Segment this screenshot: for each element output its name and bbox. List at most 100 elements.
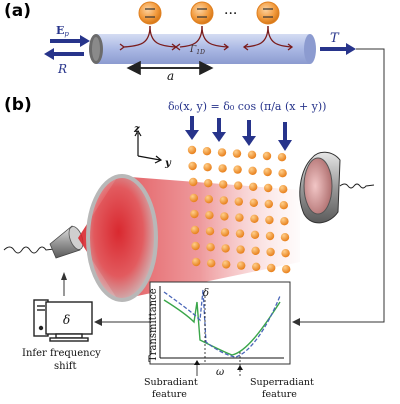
waveguide xyxy=(89,34,316,64)
atom-2 xyxy=(190,1,214,25)
array-atom xyxy=(204,179,213,188)
array-atom xyxy=(278,169,287,178)
array-atom xyxy=(221,244,230,253)
superradiant-line1: Superradiant xyxy=(250,377,314,388)
probe-label: Ep xyxy=(56,24,69,38)
axis-z-label: z xyxy=(133,124,140,135)
gamma-1d-label: Γ1D xyxy=(189,45,205,56)
array-atom xyxy=(237,261,246,270)
feedback-line xyxy=(300,48,385,323)
array-atom xyxy=(190,225,200,235)
atoms-ellipsis: ··· xyxy=(224,6,237,22)
array-atom xyxy=(277,153,287,162)
array-atom xyxy=(219,196,228,205)
array-atom xyxy=(249,182,258,191)
array-atom xyxy=(205,211,214,220)
array-atom xyxy=(265,215,274,225)
array-atom xyxy=(192,257,201,267)
array-atom xyxy=(222,260,231,269)
probe-arrow xyxy=(50,35,90,47)
array-atom xyxy=(187,145,197,155)
axis-y-label: y xyxy=(164,158,172,169)
atom-3 xyxy=(256,1,280,25)
array-atom xyxy=(207,259,216,268)
array-atom xyxy=(188,161,197,171)
array-atom xyxy=(206,243,215,252)
blue-dashed-curve xyxy=(163,289,281,358)
plot-xlabel: ω xyxy=(216,367,224,378)
array-atom xyxy=(205,227,215,236)
array-atom xyxy=(265,231,275,241)
subradiant-line2: feature xyxy=(152,389,187,400)
array-atom xyxy=(220,228,230,237)
array-atom xyxy=(249,198,258,207)
array-atom xyxy=(232,149,242,158)
array-atom xyxy=(190,209,199,219)
array-atom xyxy=(279,201,288,210)
array-atom xyxy=(235,213,244,222)
infer-line2: shift xyxy=(54,361,77,372)
subradiant-line1: Subradiant xyxy=(144,377,198,388)
array-atom xyxy=(217,148,227,157)
transmittance-plot xyxy=(149,281,291,366)
transmission-label: T xyxy=(330,31,340,46)
array-atom xyxy=(189,177,198,187)
array-atom xyxy=(280,217,289,226)
beam-disc xyxy=(88,176,156,300)
detector xyxy=(299,151,375,224)
array-atom xyxy=(282,265,291,274)
array-atom xyxy=(267,263,276,273)
array-atom xyxy=(236,245,245,254)
array-atom xyxy=(279,185,288,194)
array-atom xyxy=(234,181,243,190)
array-atom xyxy=(220,212,229,221)
laser-source xyxy=(3,225,84,259)
array-atom xyxy=(281,249,290,258)
array-atom xyxy=(250,230,260,239)
array-atom xyxy=(202,147,212,156)
array-atom xyxy=(247,150,257,159)
computer-arrowhead xyxy=(94,318,102,326)
plot-ylabel: Transmittance xyxy=(148,288,159,362)
transmission-arrow xyxy=(320,43,356,55)
array-atom xyxy=(264,183,273,193)
axes-indicator xyxy=(134,129,163,164)
reflection-arrow xyxy=(44,48,84,60)
delta-box-label: δ xyxy=(63,313,70,327)
array-atom xyxy=(189,193,198,203)
laser-arrowhead xyxy=(61,272,67,280)
array-atom xyxy=(262,151,272,161)
array-atom xyxy=(218,164,227,173)
beam-disc-rim xyxy=(86,174,158,302)
atom-1 xyxy=(138,1,162,25)
plot-delta-label: δ xyxy=(203,288,209,299)
array-atom xyxy=(266,247,275,257)
detuning-formula: δ₀(x, y) = δ₀ cos (π/a (x + y)) xyxy=(168,100,326,113)
array-atom xyxy=(248,166,257,175)
array-atom xyxy=(234,197,243,206)
panel-b-label: (b) xyxy=(4,95,32,115)
array-atom xyxy=(191,241,200,251)
spacing-label: a xyxy=(167,69,174,83)
feedback-arrowhead xyxy=(292,318,300,326)
array-atom xyxy=(251,246,260,255)
detuning-arrows xyxy=(185,116,292,151)
array-atom xyxy=(252,262,261,271)
infer-line1: Infer frequency xyxy=(22,348,101,359)
computer-icon xyxy=(33,299,93,342)
reflection-label: R xyxy=(57,62,67,76)
superradiant-line2: feature xyxy=(262,389,297,400)
array-atom xyxy=(219,180,228,189)
array-atom xyxy=(280,233,290,242)
array-atom xyxy=(235,229,245,238)
green-curve xyxy=(163,299,281,356)
array-atom xyxy=(264,199,273,209)
array-atom xyxy=(203,163,212,172)
atom-array xyxy=(187,145,291,274)
array-atom xyxy=(263,167,272,177)
decay-arrows xyxy=(119,25,294,51)
panel-a-label: (a) xyxy=(4,1,31,21)
array-atom xyxy=(233,165,242,174)
